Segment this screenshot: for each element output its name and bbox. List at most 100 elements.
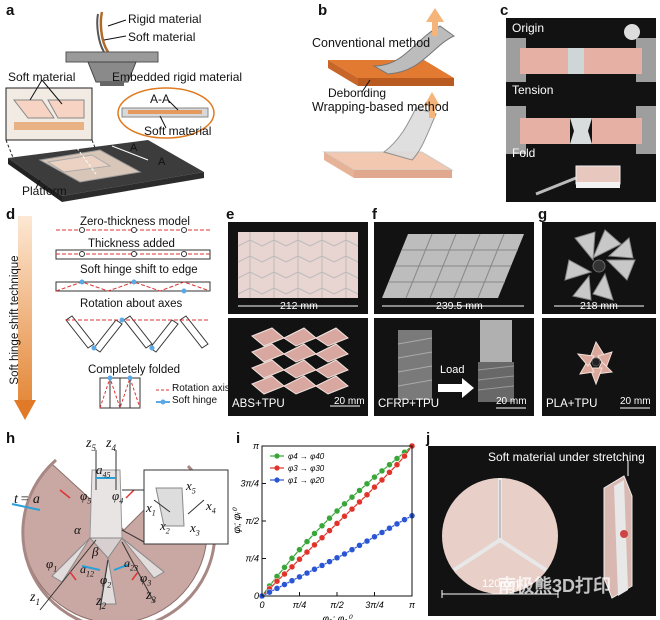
x-tick-label: 3π/4 bbox=[365, 600, 384, 610]
label-f-material: CFRP+TPU bbox=[378, 398, 440, 410]
panel-c-photo bbox=[506, 18, 656, 202]
data-point bbox=[378, 476, 386, 484]
data-point bbox=[371, 473, 378, 481]
data-point bbox=[363, 537, 371, 545]
panel-e-photo-bottom bbox=[228, 318, 368, 416]
data-point bbox=[303, 548, 311, 556]
label-platform: Platform bbox=[22, 184, 67, 198]
y-tick-label: 3π/4 bbox=[240, 479, 259, 489]
label-mark-a1: A bbox=[130, 142, 138, 154]
data-point bbox=[318, 562, 326, 569]
panel-e-pattern-top bbox=[237, 232, 359, 307]
data-point bbox=[318, 522, 326, 530]
y-tick-label: π/2 bbox=[245, 516, 259, 526]
label-conventional-method: Conventional method bbox=[312, 36, 431, 50]
data-point bbox=[363, 491, 371, 499]
data-point bbox=[341, 513, 348, 520]
label-g-material: PLA+TPU bbox=[546, 398, 598, 410]
label-h-x5: x5 bbox=[186, 478, 196, 496]
panel-g-flasher-folded bbox=[576, 340, 650, 409]
label-soft-material-bottom: Soft material bbox=[144, 124, 212, 138]
data-point bbox=[393, 455, 401, 462]
label-f-scale: 20 mm bbox=[496, 396, 527, 407]
data-point bbox=[281, 564, 288, 571]
data-point bbox=[326, 514, 333, 522]
data-point bbox=[393, 520, 401, 528]
data-point bbox=[266, 588, 273, 596]
panel-d-diagram bbox=[55, 227, 211, 410]
label-h-beta: β bbox=[92, 544, 99, 559]
data-point bbox=[348, 505, 356, 513]
chart-legend: φ4 → φ40 φ3 → φ30 φ1 → φ20 bbox=[270, 452, 325, 485]
label-debonding: Debonding bbox=[328, 86, 387, 100]
data-point bbox=[296, 555, 303, 563]
panel-letter-b: b bbox=[318, 2, 328, 19]
panel-f-photo-top bbox=[374, 222, 534, 314]
legend-entry: φ3 → φ30 bbox=[288, 464, 325, 473]
data-point bbox=[333, 520, 341, 527]
label-e-scale: 20 mm bbox=[334, 396, 365, 407]
panel-f-photo-bottom bbox=[374, 318, 534, 416]
data-point bbox=[401, 452, 408, 460]
label-step-zero-thickness: Zero-thickness model bbox=[80, 216, 190, 228]
label-e-material: ABS+TPU bbox=[232, 398, 285, 410]
y-tick-label: π bbox=[253, 441, 260, 451]
y-tick-label: π/4 bbox=[245, 554, 259, 564]
legend-entry: φ1 → φ20 bbox=[288, 476, 325, 485]
data-point bbox=[378, 467, 386, 475]
data-point bbox=[401, 516, 408, 523]
data-point bbox=[318, 534, 326, 541]
data-point bbox=[311, 530, 318, 537]
label-j-dim: 120mm bbox=[482, 578, 519, 590]
label-tension: Tension bbox=[512, 83, 554, 97]
panel-b-illustration bbox=[322, 8, 455, 178]
data-point bbox=[341, 550, 348, 558]
panel-g-photo-bottom bbox=[542, 318, 656, 416]
data-point bbox=[273, 585, 281, 592]
label-section-aa: A-A bbox=[150, 92, 171, 106]
watermark: 南极熊3D打印 bbox=[498, 576, 612, 596]
label-h-phi1: φ1 bbox=[46, 556, 58, 574]
label-mark-a2: A bbox=[158, 156, 166, 168]
label-h-z4: z4 bbox=[106, 436, 116, 453]
panel-letter-i: i bbox=[236, 430, 241, 447]
data-point bbox=[281, 570, 288, 578]
label-g-dim: 218 mm bbox=[580, 300, 618, 312]
label-soft-material-top: Soft material bbox=[128, 30, 196, 44]
data-point bbox=[273, 577, 281, 585]
x-tick-label: 0 bbox=[259, 600, 264, 610]
label-h-x3: x3 bbox=[190, 520, 200, 538]
data-point bbox=[348, 546, 356, 553]
label-h-a23: a23 bbox=[124, 556, 138, 573]
label-h-phi5: φ5 bbox=[80, 488, 92, 506]
label-h-z2: z2 bbox=[96, 594, 106, 611]
data-point bbox=[288, 555, 296, 562]
panel-c-specimens bbox=[506, 24, 656, 196]
label-f-load: Load bbox=[440, 364, 465, 376]
panel-a-illustration bbox=[5, 11, 215, 202]
data-point bbox=[311, 541, 318, 549]
legend-swatch-marker bbox=[274, 453, 280, 459]
data-point bbox=[363, 480, 371, 488]
label-h-phi4: φ4 bbox=[112, 488, 124, 506]
data-point bbox=[356, 498, 363, 506]
data-point bbox=[303, 538, 311, 545]
label-h-x1: x1 bbox=[146, 500, 156, 518]
data-point bbox=[386, 461, 393, 468]
label-legend-soft-hinge: Soft hinge bbox=[172, 395, 218, 406]
data-point bbox=[296, 546, 303, 553]
data-point bbox=[288, 563, 296, 571]
data-point bbox=[386, 524, 393, 532]
panel-letter-d: d bbox=[6, 206, 16, 223]
data-point bbox=[378, 529, 386, 536]
legend-swatch-marker bbox=[274, 477, 280, 483]
panel-letter-e: e bbox=[226, 206, 235, 223]
data-point bbox=[356, 542, 363, 549]
data-point bbox=[386, 469, 393, 476]
data-point bbox=[296, 573, 303, 581]
label-legend-rotation-axis: Rotation axis bbox=[172, 383, 230, 394]
label-h-z5: z5 bbox=[86, 436, 96, 453]
legend-entry: φ4 → φ40 bbox=[288, 452, 325, 461]
label-h-a12: a12 bbox=[80, 562, 94, 579]
